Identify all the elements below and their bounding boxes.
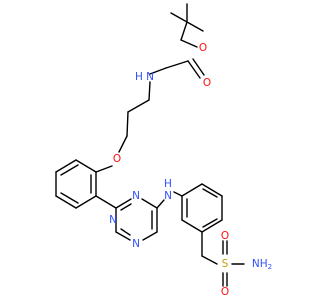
bond	[187, 60, 201, 79]
bond	[120, 228, 131, 236]
sulfonamide-group	[201, 231, 245, 287]
bond	[192, 58, 205, 76]
bond	[60, 164, 79, 176]
bond	[118, 135, 128, 153]
bond	[127, 99, 150, 113]
sulfonyl-oxygen-bottom-label: O	[221, 286, 229, 298]
bond	[141, 198, 158, 209]
bond	[75, 195, 97, 209]
carbonyl-oxygen-label: O	[203, 77, 211, 89]
phenyl-ring	[55, 159, 113, 209]
bond	[115, 231, 131, 241]
bond	[181, 219, 203, 233]
amine-hydrogen-label: H	[164, 178, 172, 190]
molecule-svg: O O N H O N N N N H S O O NH2	[55, 3, 272, 298]
aniline-ring	[181, 183, 223, 233]
bond	[201, 255, 218, 265]
bond	[115, 198, 132, 209]
bond	[165, 60, 189, 69]
bond	[186, 21, 204, 32]
sulfonyl-oxygen-top-label: O	[221, 230, 229, 242]
ether-oxygen-label: O	[113, 153, 121, 165]
bond	[201, 183, 223, 197]
triazine-nitrogen-top-label: N	[132, 190, 140, 202]
molecule-structure: O O N H O N N N N H S O O NH2	[55, 3, 272, 298]
bond	[126, 111, 129, 137]
bond	[202, 218, 218, 228]
bond	[170, 12, 188, 23]
triazine-nitrogen-bottom-label: N	[132, 238, 140, 250]
bond	[180, 39, 198, 48]
ester-oxygen-label: O	[199, 42, 207, 54]
triazine-ring	[115, 198, 158, 241]
bond	[142, 231, 158, 241]
bond	[202, 188, 218, 198]
bond	[149, 67, 167, 75]
bond	[148, 81, 151, 101]
bond	[60, 192, 79, 204]
carbamate-group	[149, 39, 205, 79]
carbamate-nitrogen-label: N	[146, 71, 154, 83]
bond	[181, 183, 203, 197]
bond	[75, 159, 97, 173]
sulfur-label: S	[222, 258, 229, 270]
sulfonamide-nh2-label: NH2	[252, 258, 272, 271]
bond	[55, 195, 77, 209]
bond	[156, 199, 165, 209]
carbamate-hydrogen-label: H	[135, 71, 143, 83]
atom-labels: O O N H O N N N N H S O O NH2	[109, 42, 272, 298]
bond	[120, 203, 132, 211]
tert-butyl-group	[170, 3, 204, 41]
bond	[55, 159, 77, 173]
bond	[95, 195, 117, 209]
bond	[173, 191, 183, 197]
bond	[180, 21, 188, 41]
bond	[95, 165, 113, 173]
butyl-chain	[118, 81, 151, 153]
amine-nitrogen-label: N	[164, 190, 172, 202]
bond	[201, 219, 223, 233]
triazine-nitrogen-left-label: N	[109, 214, 117, 226]
